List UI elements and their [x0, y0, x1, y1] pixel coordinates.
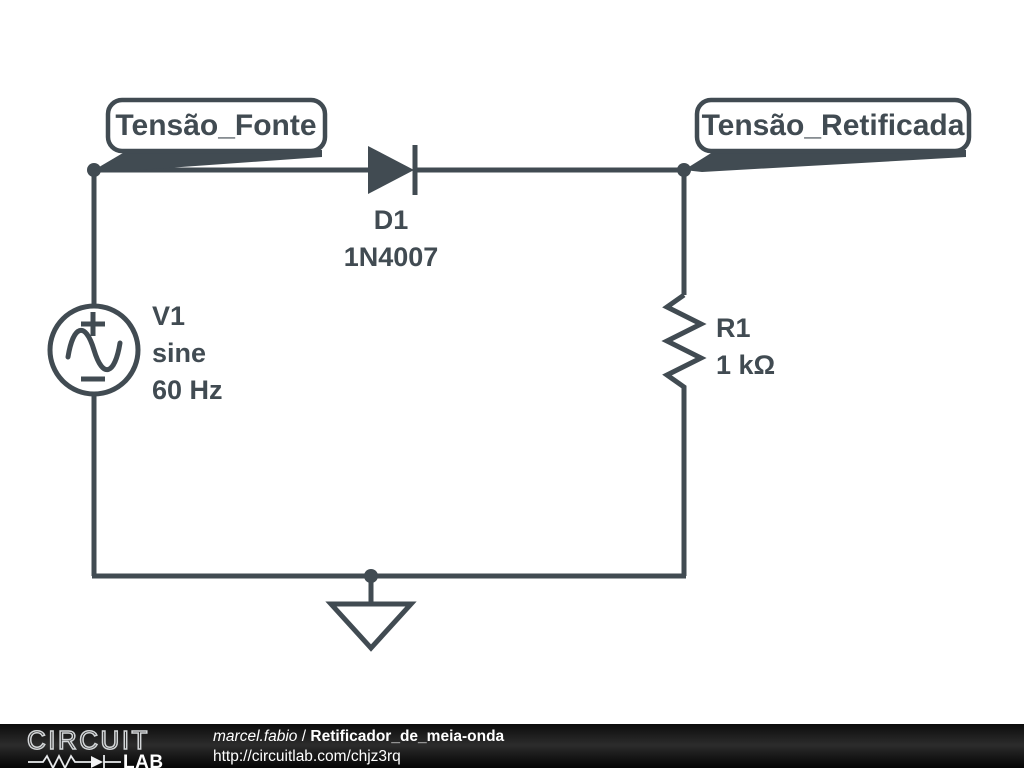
rectified-node-label-tail: [684, 150, 966, 172]
diode[interactable]: [368, 145, 418, 195]
voltage-source-ref: V1: [152, 301, 185, 331]
footer-meta: marcel.fabio / Retificador_de_meia-onda …: [213, 727, 504, 767]
source-node-label-tail: [94, 150, 322, 172]
sine-wave-icon: [65, 327, 123, 373]
ground-symbol[interactable]: [325, 601, 417, 652]
ground-triangle-icon: [325, 601, 417, 652]
logo-lab-text: LAB: [123, 752, 164, 768]
source-node-label[interactable]: Tensão_Fonte: [94, 97, 328, 172]
voltage-source-type: sine: [152, 338, 206, 368]
source-node-label-text: Tensão_Fonte: [115, 109, 316, 142]
rectified-node-label-box: [694, 97, 972, 154]
circuitlab-logo[interactable]: CIRCUIT LAB: [25, 726, 195, 768]
footer-bar: CIRCUIT LAB marcel.fabio / Retificador_d…: [0, 724, 1024, 768]
logo-circuit-text: CIRCUIT: [27, 726, 150, 755]
rectified-node-label[interactable]: Tensão_Retificada: [684, 97, 972, 172]
node-dot-ground: [364, 569, 378, 583]
schematic-canvas[interactable]: V1 sine 60 Hz D1 1N4007 R1 1 kΩ: [0, 0, 1024, 724]
resistor-labels: R1 1 kΩ: [716, 313, 775, 380]
rectified-node-label-text: Tensão_Retificada: [702, 109, 965, 142]
footer-url[interactable]: http://circuitlab.com/chjz3rq: [213, 747, 401, 765]
voltage-source-labels: V1 sine 60 Hz: [152, 301, 223, 405]
diode-labels: D1 1N4007: [344, 205, 439, 272]
plus-sign-icon: [81, 312, 105, 336]
footer-separator: /: [301, 728, 307, 745]
diode-triangle-icon: [368, 146, 414, 194]
resistor-ref: R1: [716, 313, 751, 343]
diode-icon: [91, 756, 103, 768]
wire-group: [91, 167, 687, 604]
resistor[interactable]: [661, 292, 707, 397]
resistor-zigzag-icon: [661, 292, 707, 397]
resistor-icon: [28, 753, 91, 768]
resistor-value: 1 kΩ: [716, 350, 775, 380]
source-node-label-box: [105, 97, 328, 154]
footer-circuit-title[interactable]: Retificador_de_meia-onda: [310, 728, 505, 745]
diode-ref: D1: [374, 205, 409, 235]
voltage-source-value: 60 Hz: [152, 375, 223, 405]
logo-symbol-row: [28, 753, 121, 768]
footer-credit: marcel.fabio / Retificador_de_meia-onda: [213, 727, 504, 747]
diode-part: 1N4007: [344, 242, 439, 272]
footer-author[interactable]: marcel.fabio: [213, 728, 298, 745]
voltage-source[interactable]: [47, 303, 141, 397]
voltage-source-circle: [47, 303, 141, 397]
